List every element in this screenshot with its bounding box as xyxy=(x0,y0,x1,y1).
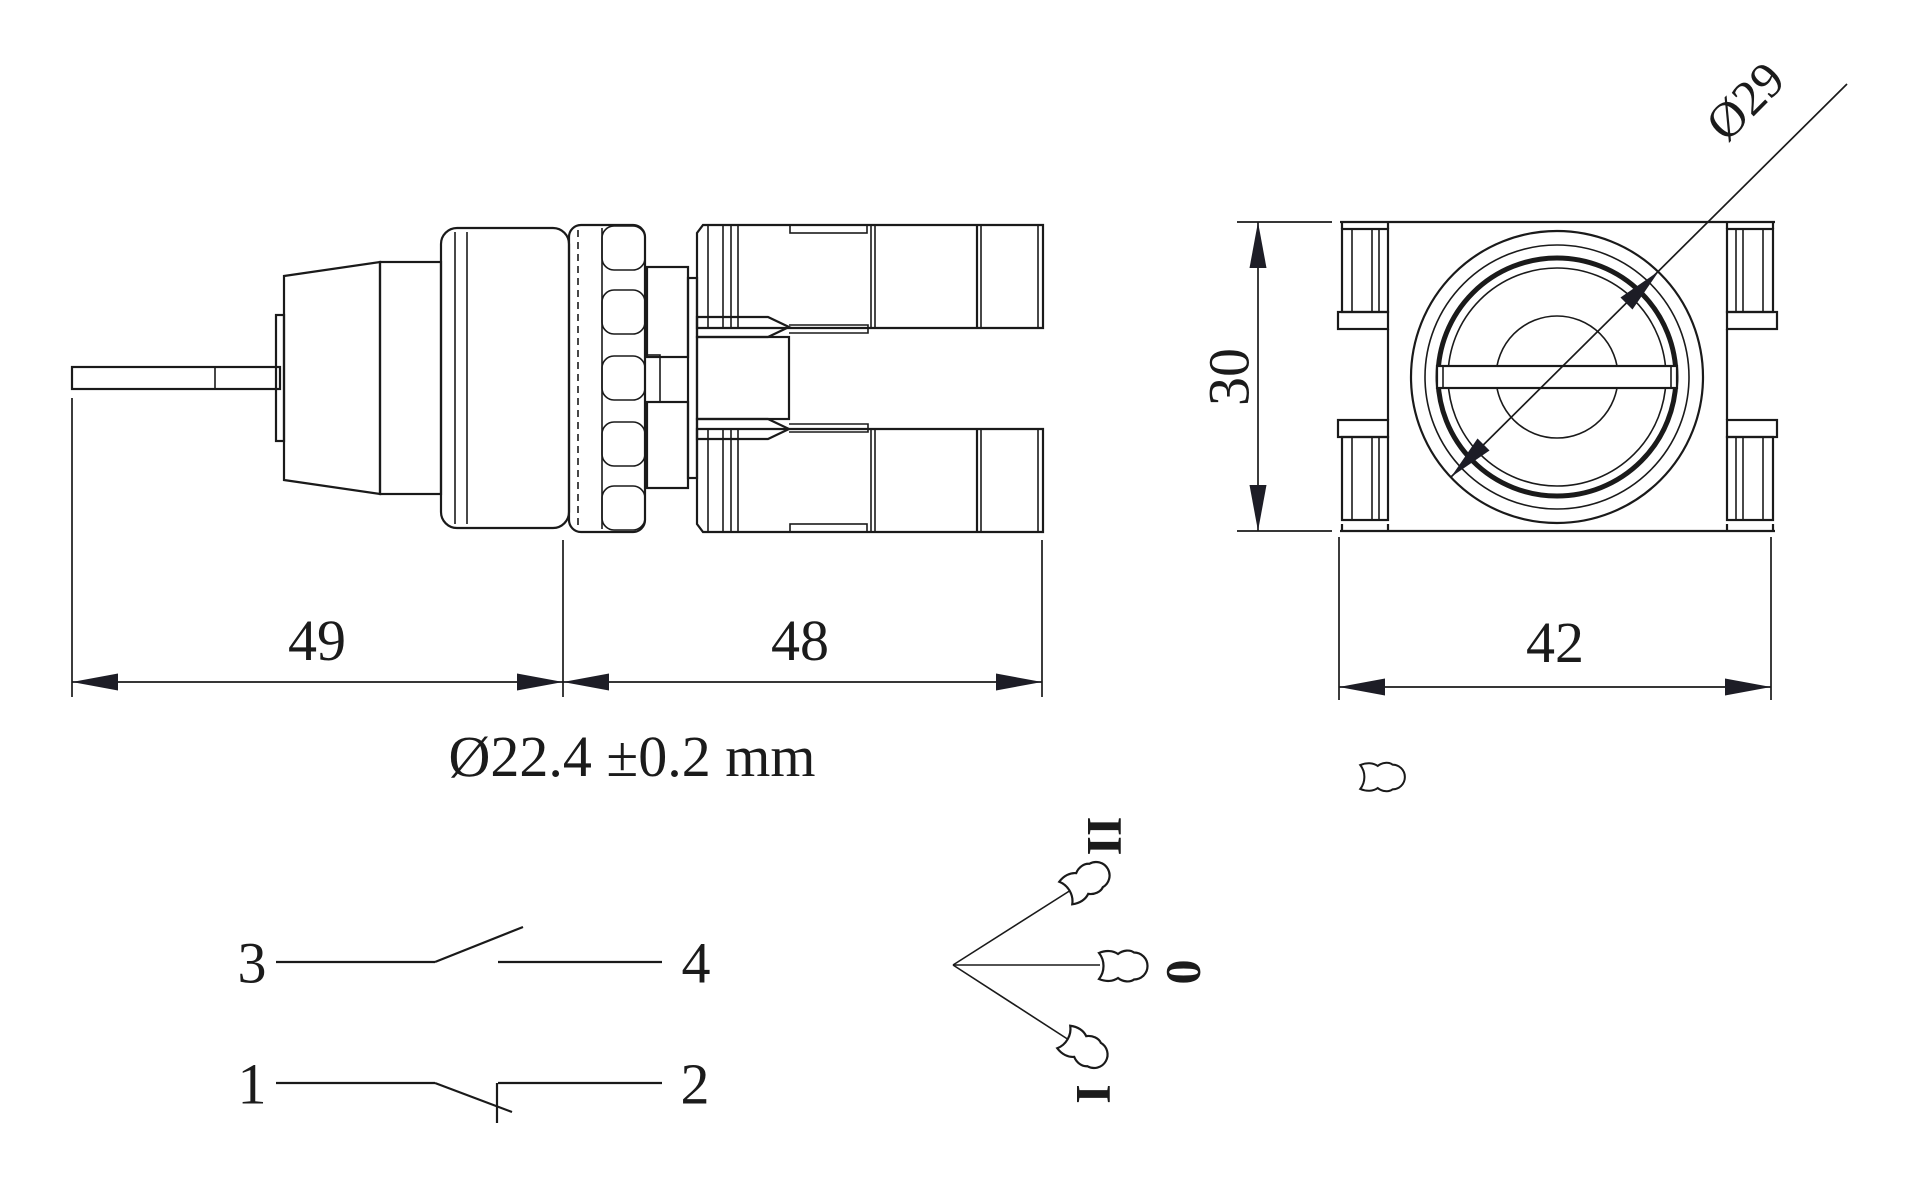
contact-no-3-4: 3 4 xyxy=(238,925,711,995)
front-bezel-rings xyxy=(1409,229,1705,525)
front-tab-top-right xyxy=(1725,227,1775,314)
head-cone xyxy=(282,260,382,496)
cbt-notch-strip xyxy=(789,224,868,234)
dim-label-o29: Ø29 xyxy=(1695,51,1795,151)
contact-label-3: 3 xyxy=(238,930,267,995)
arrow-42-left xyxy=(1339,678,1385,696)
front-left-tabs xyxy=(1336,222,1390,531)
front-step-upper-left xyxy=(1336,310,1390,331)
arrow-49-left xyxy=(72,673,118,691)
adapter-step-mid xyxy=(644,354,661,403)
bezel-tooth-2 xyxy=(601,289,646,335)
adapter-plate xyxy=(686,276,699,480)
ring-2 xyxy=(1424,244,1690,510)
dim-label-42: 42 xyxy=(1526,610,1584,675)
ring-outer xyxy=(1409,229,1705,525)
contact-label-4: 4 xyxy=(682,930,711,995)
arrow-49-right xyxy=(517,673,563,691)
arrow-42-right xyxy=(1725,678,1771,696)
terminal-center-body xyxy=(695,335,791,421)
contact-block-bottom xyxy=(695,427,1045,534)
bezel-tooth-1 xyxy=(601,225,646,271)
contact-label-2: 2 xyxy=(681,1051,710,1116)
dim-49-48: 49 48 xyxy=(71,398,1043,697)
arrow-o29-upper xyxy=(1620,264,1666,310)
front-step-lower-right xyxy=(1725,418,1779,439)
arrow-30-bottom xyxy=(1249,485,1267,531)
position-label-I: I xyxy=(1065,1084,1121,1103)
contact-block-bottom-outline xyxy=(695,427,1045,534)
arrow-o29-lower xyxy=(1444,438,1490,484)
position-label-II: II xyxy=(1076,817,1132,856)
key-icon-position-I xyxy=(1054,1022,1115,1076)
front-tab-bottom-left xyxy=(1340,435,1390,522)
dim-30: 30 xyxy=(1196,221,1332,532)
dim-o29: Ø29 xyxy=(1444,51,1848,484)
contact-block-top xyxy=(695,223,1045,330)
head-cylinder xyxy=(378,260,443,496)
adapter-step-bottom xyxy=(645,400,690,490)
panel-cutout-note: Ø22.4 ±0.2 mm xyxy=(449,724,816,789)
head-housing-outline xyxy=(439,226,571,530)
bezel-tooth-5 xyxy=(601,485,646,531)
position-label-0: 0 xyxy=(1155,960,1211,985)
position-diagram: II 0 I xyxy=(952,817,1211,1104)
contact-diagram: 3 4 1 2 xyxy=(238,925,711,1123)
head-housing xyxy=(439,226,571,530)
terminal-strip-bottom xyxy=(789,423,869,433)
position-line-bottom xyxy=(952,964,1070,1041)
bezel-tooth-4 xyxy=(601,421,646,467)
side-view xyxy=(70,223,1045,534)
arrow-30-top xyxy=(1249,222,1267,268)
nc-moving-arm xyxy=(434,1081,513,1114)
adapter-step-top xyxy=(645,265,690,359)
key-icon-position-0 xyxy=(1097,949,1149,983)
terminal-rail-top xyxy=(695,315,792,339)
no-moving-arm xyxy=(434,925,524,964)
front-tab-bottom-right xyxy=(1725,435,1775,522)
dim-label-48: 48 xyxy=(771,608,829,673)
front-right-tabs xyxy=(1725,222,1779,531)
bezel-ratchet-ring xyxy=(567,223,647,534)
dim-label-49: 49 xyxy=(288,608,346,673)
arrow-48-left xyxy=(563,673,609,691)
terminal-strip-top xyxy=(789,324,869,334)
front-tab-top-left xyxy=(1340,227,1390,314)
bezel-tooth-3 xyxy=(601,355,646,401)
key-blade xyxy=(70,365,282,391)
center-terminal-assembly xyxy=(695,315,869,441)
dim-label-30: 30 xyxy=(1196,348,1261,406)
position-line-top xyxy=(952,889,1072,966)
dim-42: 42 xyxy=(1338,537,1772,700)
key-icon-legend xyxy=(1359,761,1406,793)
adapter-steps xyxy=(644,265,699,490)
cbb-notch-strip xyxy=(789,523,868,533)
arrow-48-right xyxy=(996,673,1042,691)
front-view xyxy=(1336,220,1779,533)
key-icon-position-II xyxy=(1056,854,1117,908)
front-step-upper-right xyxy=(1725,310,1779,331)
contact-nc-1-2: 1 2 xyxy=(238,1051,710,1123)
contact-label-1: 1 xyxy=(238,1051,267,1116)
key-blade-outline xyxy=(70,365,282,391)
key-slot-bar xyxy=(1435,364,1679,390)
front-step-lower-left xyxy=(1336,418,1390,439)
contact-block-top-outline xyxy=(695,223,1045,330)
